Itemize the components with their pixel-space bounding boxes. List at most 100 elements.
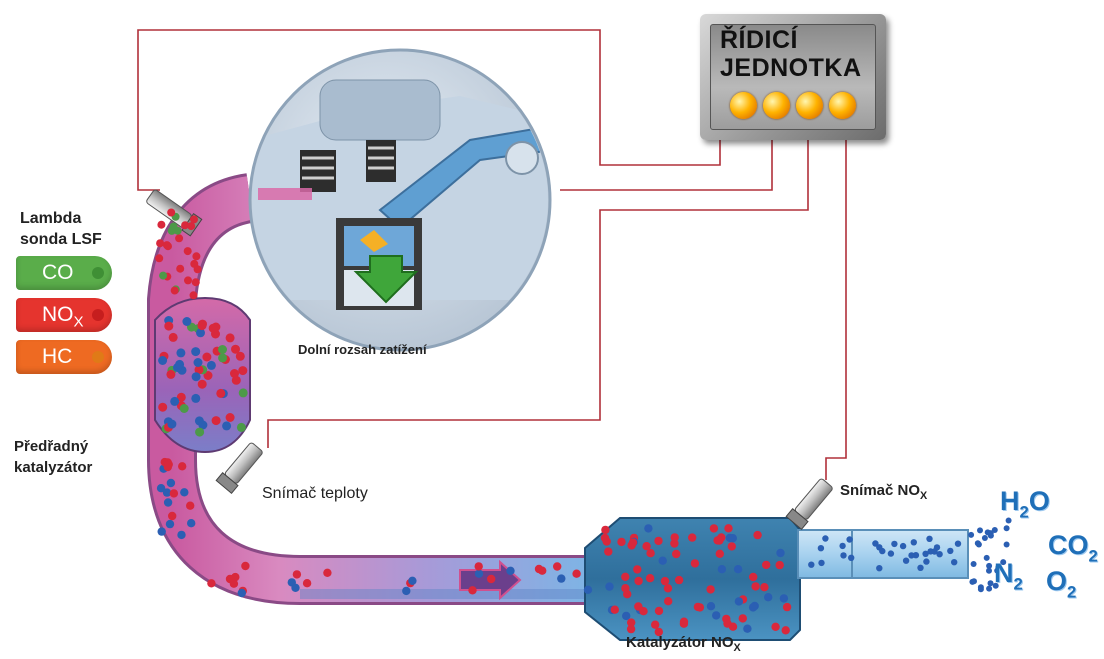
- emission-tag-hc: HC: [16, 340, 112, 374]
- gas-particle: [968, 532, 974, 538]
- gas-particle: [190, 260, 198, 268]
- gas-particle: [986, 586, 992, 592]
- pre-catalyst-label-line1: Předřadný: [14, 436, 92, 457]
- wire-nox-sensor: [826, 140, 846, 480]
- gas-particle: [207, 361, 216, 370]
- gas-particle: [177, 531, 185, 539]
- gas-particle: [174, 227, 182, 235]
- gas-particle: [633, 565, 641, 573]
- gas-particle: [749, 573, 757, 581]
- gas-particle: [715, 536, 723, 544]
- gas-particle: [688, 533, 696, 541]
- gas-particle: [691, 559, 699, 567]
- gas-particle: [808, 562, 814, 568]
- gas-particle: [158, 403, 167, 412]
- pre-catalyst-label-line2: katalyzátor: [14, 457, 92, 478]
- gas-particle: [186, 502, 194, 510]
- gas-particle: [664, 584, 672, 592]
- gas-particle: [182, 317, 191, 326]
- gas-particle: [680, 620, 688, 628]
- gas-particle: [735, 597, 743, 605]
- gas-particle: [672, 550, 680, 558]
- gas-particle: [764, 593, 772, 601]
- gas-particle: [164, 463, 172, 471]
- gas-particle: [158, 527, 166, 535]
- emission-tag-label: CO: [42, 261, 74, 284]
- gas-particle: [604, 547, 612, 555]
- gas-particle: [900, 543, 906, 549]
- gas-particle: [988, 530, 994, 536]
- gas-particle: [553, 562, 561, 570]
- gas-particle: [218, 353, 227, 362]
- gas-particle: [664, 597, 672, 605]
- gas-particle: [487, 575, 495, 583]
- gas-particle: [176, 348, 185, 357]
- gas-particle: [977, 527, 983, 533]
- gas-particle: [584, 586, 592, 594]
- gas-particle: [191, 394, 200, 403]
- gas-particle: [931, 548, 937, 554]
- gas-particle: [917, 565, 923, 571]
- gas-particle: [475, 562, 483, 570]
- gas-particle: [231, 345, 240, 354]
- gas-particle: [408, 577, 416, 585]
- product-n2-sub: 2: [1014, 575, 1023, 594]
- gas-particle: [654, 537, 662, 545]
- gas-particle: [170, 397, 179, 406]
- gas-particle: [629, 538, 637, 546]
- product-n2: N2: [994, 558, 1023, 595]
- gas-particle: [848, 555, 854, 561]
- lambda-sensor-label: Lambda sonda LSF: [20, 208, 102, 250]
- gas-particle: [157, 221, 165, 229]
- control-unit: ŘÍDICÍ JEDNOTKA: [700, 14, 886, 140]
- nox-catalyst-label: Katalyzátor NOX: [626, 634, 741, 654]
- gas-particle: [190, 215, 198, 223]
- gas-particle: [712, 611, 720, 619]
- gas-particle: [734, 565, 742, 573]
- gas-particle: [651, 621, 659, 629]
- gas-particle: [743, 625, 751, 633]
- gas-particle: [475, 570, 483, 578]
- gas-particle: [978, 586, 984, 592]
- gas-particle: [198, 380, 207, 389]
- gas-particle: [167, 479, 175, 487]
- gas-particle: [194, 358, 203, 367]
- gas-particle: [988, 580, 994, 586]
- gas-particle: [175, 360, 184, 369]
- gas-particle: [621, 573, 629, 581]
- gas-particle: [232, 376, 241, 385]
- gas-particle: [984, 555, 990, 561]
- gas-particle: [1004, 542, 1010, 548]
- gas-particle: [622, 612, 630, 620]
- gas-particle: [707, 602, 715, 610]
- gas-particle: [982, 535, 988, 541]
- gas-particle: [753, 531, 761, 539]
- gas-particle: [158, 356, 167, 365]
- gas-particle: [155, 254, 163, 262]
- gas-particle: [951, 559, 957, 565]
- gas-particle: [782, 626, 790, 634]
- gas-particle: [190, 291, 198, 299]
- product-co2-main: CO: [1048, 530, 1089, 560]
- product-h2o-sub: 2: [1020, 503, 1029, 522]
- emission-tag-no: NOX: [16, 298, 112, 332]
- gas-particle: [226, 333, 235, 342]
- gas-particle: [670, 539, 678, 547]
- gas-particle: [402, 587, 410, 595]
- indicator-led-icon: [763, 92, 790, 119]
- gas-particle: [159, 272, 167, 280]
- gas-particle: [180, 488, 188, 496]
- product-n2-main: N: [994, 558, 1014, 588]
- gas-particle: [323, 569, 331, 577]
- gas-particle: [926, 536, 932, 542]
- gas-particle: [192, 372, 201, 381]
- gas-particle: [627, 625, 635, 633]
- emission-tag-co: CO: [16, 256, 112, 290]
- gas-particle: [212, 416, 221, 425]
- gas-particle: [839, 543, 845, 549]
- gas-particle: [718, 565, 726, 573]
- gas-particle: [923, 558, 929, 564]
- gas-particle: [911, 539, 917, 545]
- product-h2o-main: H: [1000, 486, 1020, 516]
- gas-particle: [166, 370, 175, 379]
